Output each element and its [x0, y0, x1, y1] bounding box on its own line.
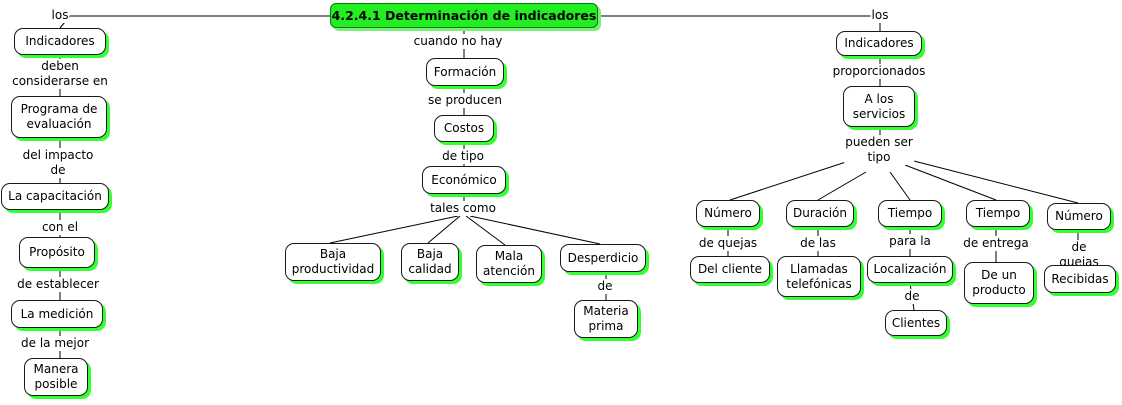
link-label-los-right: los: [870, 8, 890, 23]
node-recibidas[interactable]: Recibidas: [1044, 265, 1116, 293]
node-costos[interactable]: Costos: [434, 115, 494, 142]
node-tiempo-1[interactable]: Tiempo: [878, 200, 942, 227]
link-label-para-la: para la: [888, 234, 932, 249]
node-baja-productividad[interactable]: Baja productividad: [285, 243, 381, 281]
node-numero-2[interactable]: Número: [1047, 203, 1111, 230]
node-localizacion[interactable]: Localización: [867, 256, 953, 283]
link-label-pueden: pueden ser tipo: [844, 135, 914, 165]
link-label-establecer: de establecer: [16, 277, 100, 292]
node-capacitacion[interactable]: La capacitación: [1, 183, 109, 210]
node-desperdicio[interactable]: Desperdicio: [560, 244, 646, 272]
node-numero-1[interactable]: Número: [696, 200, 760, 227]
node-proposito[interactable]: Propósito: [19, 237, 95, 268]
link-label-con-el: con el: [40, 220, 80, 235]
node-del-cliente[interactable]: Del cliente: [690, 256, 770, 283]
link-label-de-clientes: de: [903, 289, 921, 304]
link-label-impacto: del impacto de: [21, 148, 95, 178]
link-label-entrega: de entrega: [962, 236, 1030, 251]
node-formacion[interactable]: Formación: [426, 58, 504, 86]
link-label-tales: tales como: [429, 201, 497, 216]
link-label-producen: se producen: [427, 93, 503, 108]
node-mala-atencion[interactable]: Mala atención: [476, 245, 542, 283]
node-tiempo-2[interactable]: Tiempo: [966, 200, 1030, 227]
node-duracion[interactable]: Duración: [786, 200, 854, 227]
link-label-de-las: de las: [799, 236, 837, 251]
node-indicadores-left[interactable]: Indicadores: [14, 28, 106, 55]
link-label-proporcionados: proporcionados: [831, 64, 927, 79]
node-de-un-producto[interactable]: De un producto: [964, 262, 1034, 304]
link-label-cuando: cuando no hay: [412, 34, 504, 49]
node-medicion[interactable]: La medición: [11, 300, 103, 328]
root-title[interactable]: 4.2.4.1 Determinación de indicadores: [330, 3, 598, 28]
node-servicios[interactable]: A los servicios: [843, 86, 915, 127]
link-label-los-left: los: [50, 8, 70, 23]
node-llamadas[interactable]: Llamadas telefónicas: [777, 256, 861, 297]
node-economico[interactable]: Económico: [422, 166, 506, 194]
link-label-de-tipo: de tipo: [441, 149, 485, 164]
node-baja-calidad[interactable]: Baja calidad: [401, 243, 459, 281]
node-indicadores-right[interactable]: Indicadores: [836, 31, 922, 56]
node-materia-prima[interactable]: Materia prima: [574, 300, 638, 338]
node-manera[interactable]: Manera posible: [24, 358, 88, 396]
link-label-quejas-1: de quejas: [697, 236, 759, 251]
link-label-de-materia: de: [596, 279, 614, 294]
link-label-mejor: de la mejor: [20, 336, 90, 351]
node-programa[interactable]: Programa de evaluación: [11, 96, 107, 138]
link-label-deben: deben considerarse en: [11, 59, 109, 89]
node-clientes[interactable]: Clientes: [885, 310, 947, 336]
